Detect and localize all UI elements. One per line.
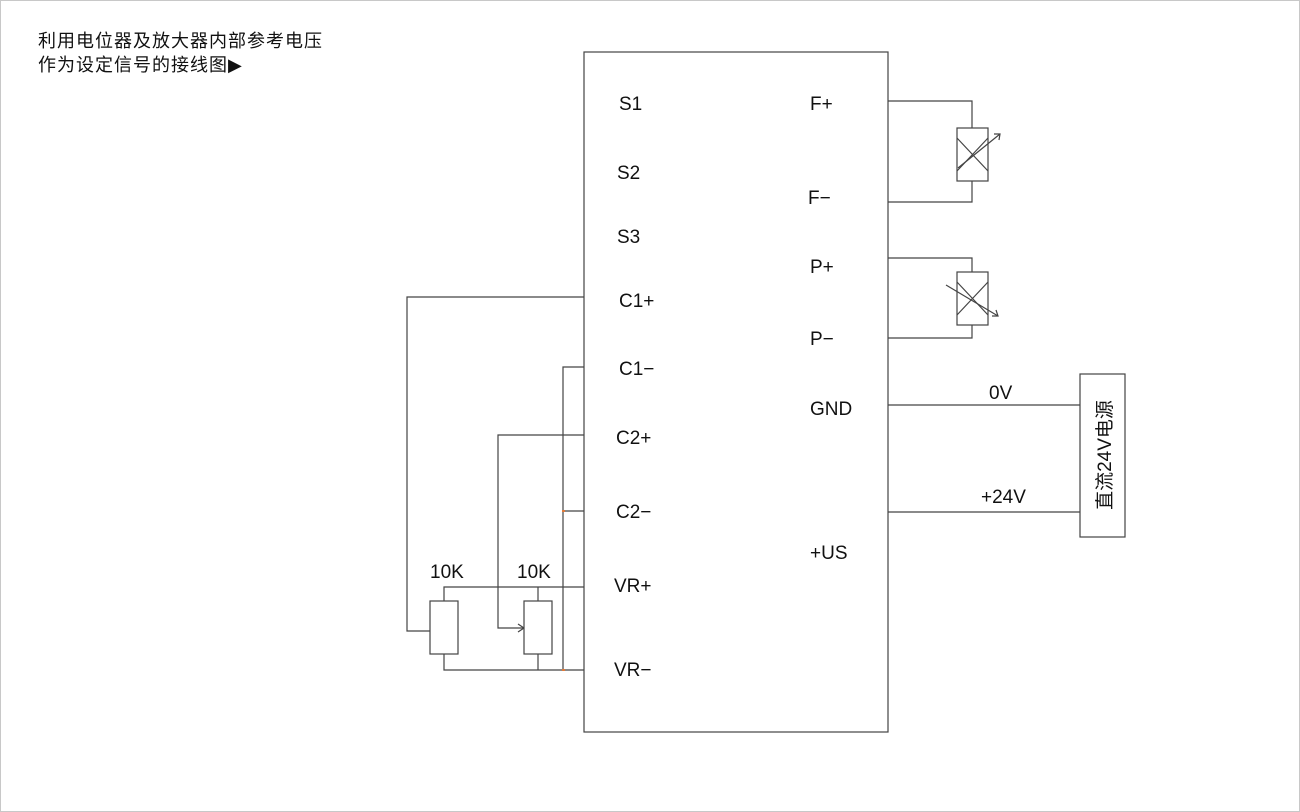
wire-vr-minus	[443, 654, 563, 671]
junction-dot-vr-minus	[562, 669, 565, 671]
potentiometer-2	[523, 600, 553, 655]
wire-f-minus	[888, 181, 973, 203]
coil-p-arrow-head	[992, 309, 999, 317]
potentiometer-1	[429, 600, 459, 655]
terminal-s2: S2	[617, 163, 640, 184]
terminal-c2-minus: C2−	[616, 502, 651, 523]
terminal-s3: S3	[617, 227, 640, 248]
wire-common-bus	[562, 366, 584, 671]
terminal-vr-minus: VR−	[614, 660, 652, 681]
coil-f-variable-arrow	[957, 133, 1001, 169]
terminal-s1: S1	[619, 94, 642, 115]
wire-p-plus	[888, 257, 973, 272]
terminal-c1-minus: C1−	[619, 359, 654, 380]
power-supply-label: 直流24V电源	[1094, 400, 1116, 510]
coil-f-arrow-head	[994, 133, 1001, 141]
terminal-us-plus: +US	[810, 543, 848, 564]
wire-vr-plus	[443, 586, 584, 601]
coil-f-cross-b	[956, 137, 989, 172]
terminal-gnd: GND	[810, 399, 852, 420]
potentiometer-2-value: 10K	[517, 562, 551, 583]
wire-f-plus	[888, 100, 973, 128]
diagram-title: 利用电位器及放大器内部参考电压 作为设定信号的接线图▶	[38, 30, 323, 78]
terminal-p-plus: P+	[810, 257, 834, 278]
title-line-2: 作为设定信号的接线图▶	[38, 55, 243, 76]
terminal-vr-plus: VR+	[614, 576, 652, 597]
valve-coil-p	[888, 257, 999, 339]
terminal-f-minus: F−	[808, 188, 831, 209]
coil-p-variable-arrow	[945, 284, 999, 317]
valve-coil-f	[888, 100, 1001, 203]
title-line-1: 利用电位器及放大器内部参考电压	[38, 31, 323, 52]
amplifier-body	[583, 51, 889, 733]
coil-p-cross-b	[956, 281, 989, 316]
wire-p-minus	[888, 325, 973, 339]
label-24v: +24V	[981, 487, 1026, 508]
power-supply: 0V +24V 直流24V电源	[888, 373, 1126, 538]
terminal-c2-plus: C2+	[616, 428, 651, 449]
wire-c2-plus	[497, 434, 584, 629]
junction-dot-c2-minus	[562, 510, 565, 512]
terminal-p-minus: P−	[810, 329, 834, 350]
wire-c1-plus	[406, 296, 584, 632]
power-supply-box	[1079, 373, 1126, 538]
label-0v: 0V	[989, 383, 1013, 404]
terminal-c1-plus: C1+	[619, 291, 654, 312]
potentiometer-1-value: 10K	[430, 562, 464, 583]
terminal-f-plus: F+	[810, 94, 833, 115]
